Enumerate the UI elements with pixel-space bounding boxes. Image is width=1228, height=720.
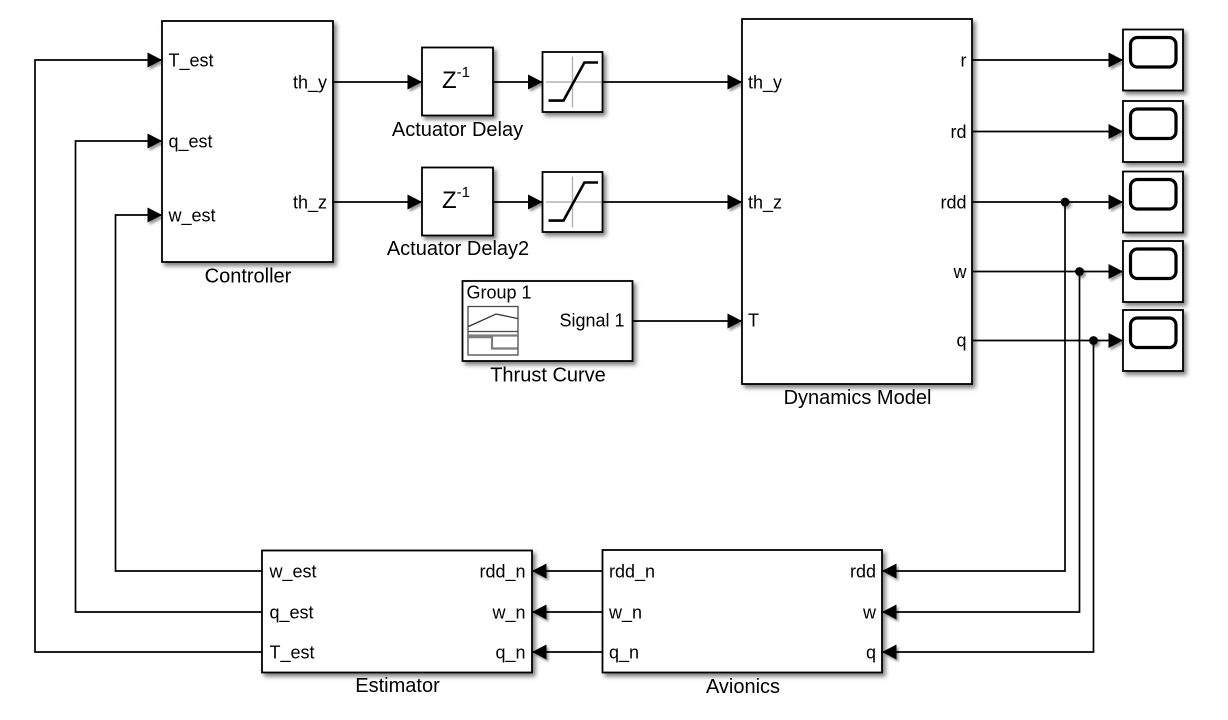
svg-text:q_n: q_n <box>495 643 525 664</box>
svg-text:q: q <box>956 331 966 351</box>
svg-text:Controller: Controller <box>205 266 292 288</box>
svg-text:Group 1: Group 1 <box>467 283 532 303</box>
svg-text:th_z: th_z <box>748 193 782 214</box>
svg-text:r: r <box>961 51 967 71</box>
svg-text:Signal 1: Signal 1 <box>559 311 624 331</box>
svg-text:th_z: th_z <box>293 193 327 214</box>
svg-text:q_n: q_n <box>609 643 639 664</box>
svg-text:w: w <box>862 603 877 623</box>
svg-text:w: w <box>953 262 968 282</box>
svg-text:T_est: T_est <box>270 643 315 664</box>
svg-text:T: T <box>748 311 759 331</box>
svg-text:q_est: q_est <box>270 603 314 624</box>
svg-text:w_n: w_n <box>491 603 525 624</box>
svg-text:Actuator Delay: Actuator Delay <box>392 119 523 141</box>
svg-text:rdd_n: rdd_n <box>479 562 525 583</box>
svg-text:Actuator Delay2: Actuator Delay2 <box>387 238 529 260</box>
svg-text:rdd_n: rdd_n <box>609 562 655 583</box>
svg-text:w_est: w_est <box>168 206 216 227</box>
svg-text:rdd: rdd <box>940 193 966 213</box>
svg-text:w_n: w_n <box>608 603 642 624</box>
svg-text:th_y: th_y <box>293 73 327 94</box>
svg-text:Estimator: Estimator <box>355 675 440 697</box>
svg-text:Dynamics Model: Dynamics Model <box>784 387 932 409</box>
svg-text:q: q <box>866 643 876 663</box>
svg-text:w_est: w_est <box>269 562 317 583</box>
svg-text:Avionics: Avionics <box>706 676 780 698</box>
svg-text:th_y: th_y <box>748 73 782 94</box>
svg-text:rd: rd <box>950 122 966 142</box>
svg-text:Thrust Curve: Thrust Curve <box>490 365 606 387</box>
svg-text:T_est: T_est <box>169 51 214 72</box>
svg-text:rdd: rdd <box>850 562 876 582</box>
svg-text:q_est: q_est <box>169 132 213 153</box>
